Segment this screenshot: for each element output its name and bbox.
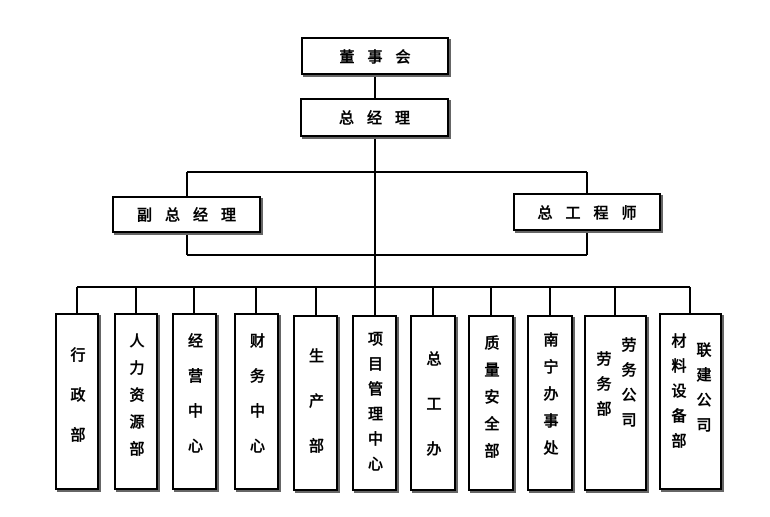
- dept-project-mgmt-box: 项目管理中心: [352, 315, 397, 491]
- dept-production-box: 生产部: [293, 315, 338, 491]
- general-manager-label: 总经理: [338, 109, 423, 127]
- dept-operations-label: 经营中心: [186, 333, 204, 473]
- dept-finance-box: 财务中心: [234, 313, 279, 490]
- dept-nanning-office-box: 南宁办事处: [527, 315, 573, 491]
- chairman-label: 董事会: [339, 47, 424, 66]
- chief-engineer-label: 总工程师: [537, 203, 650, 222]
- chief-engineer-box: 总工程师: [513, 193, 661, 231]
- dept-labor-box: 劳务公司 劳务部: [584, 315, 647, 491]
- dept-materials-label: 材料设备部: [669, 333, 688, 458]
- dept-labor-columns: 劳务公司 劳务部: [594, 337, 638, 437]
- dept-operations-box: 经营中心: [172, 313, 217, 490]
- dept-materials-columns: 联建公司 材料设备部: [669, 333, 713, 458]
- dept-labor-company-label: 劳务公司: [619, 337, 638, 437]
- dept-quality-safety-box: 质量安全部: [468, 315, 514, 491]
- dept-admin-label: 行政部: [68, 347, 87, 467]
- dept-project-mgmt-label: 项目管理中心: [366, 331, 384, 481]
- dept-production-label: 生产部: [307, 348, 325, 483]
- dept-chief-eng-office-label: 总工办: [424, 351, 443, 486]
- general-manager-box: 总经理: [300, 98, 449, 137]
- dept-labor-dept-label: 劳务部: [594, 351, 613, 426]
- dept-joint-company-label: 联建公司: [694, 342, 713, 442]
- deputy-gm-label: 副总经理: [136, 206, 249, 224]
- dept-hr-label: 人力资源部: [127, 333, 146, 468]
- chairman-box: 董事会: [301, 37, 449, 75]
- dept-hr-box: 人力资源部: [114, 313, 158, 490]
- dept-finance-label: 财务中心: [248, 333, 266, 473]
- dept-materials-box: 联建公司 材料设备部: [659, 313, 722, 490]
- deputy-gm-box: 副总经理: [112, 196, 261, 233]
- dept-chief-eng-office-box: 总工办: [410, 315, 456, 491]
- dept-admin-box: 行政部: [55, 313, 99, 490]
- dept-nanning-office-label: 南宁办事处: [541, 332, 560, 467]
- dept-quality-safety-label: 质量安全部: [482, 335, 501, 470]
